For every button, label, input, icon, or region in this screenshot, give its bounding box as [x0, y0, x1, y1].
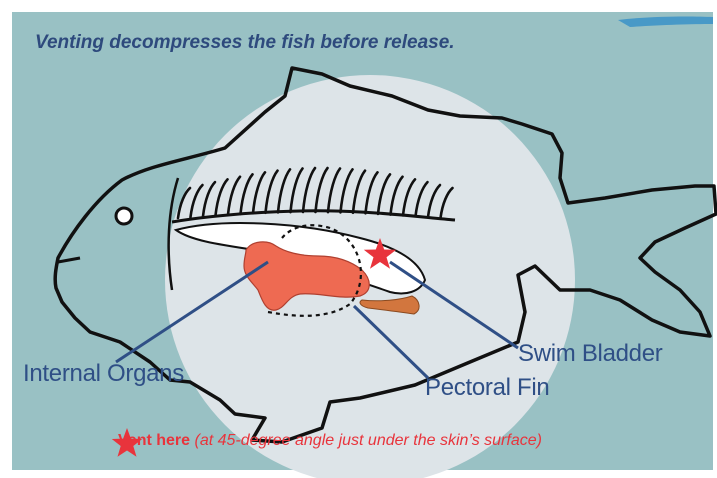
caption: Venting decompresses the fish before rel…: [35, 32, 455, 54]
vent-note-bold: Vent here: [118, 432, 190, 449]
label-pectoral-fin: Pectoral Fin: [425, 374, 549, 402]
label-swim-bladder: Swim Bladder: [518, 340, 662, 368]
brush-stroke: [618, 16, 713, 27]
eye: [116, 208, 132, 224]
vent-note-italic: (at 45-degree angle just under the skin’…: [194, 432, 541, 449]
mouth-line: [58, 258, 80, 262]
vent-note: Vent here (at 45-degree angle just under…: [118, 432, 542, 450]
label-internal-organs: Internal Organs: [23, 360, 184, 388]
